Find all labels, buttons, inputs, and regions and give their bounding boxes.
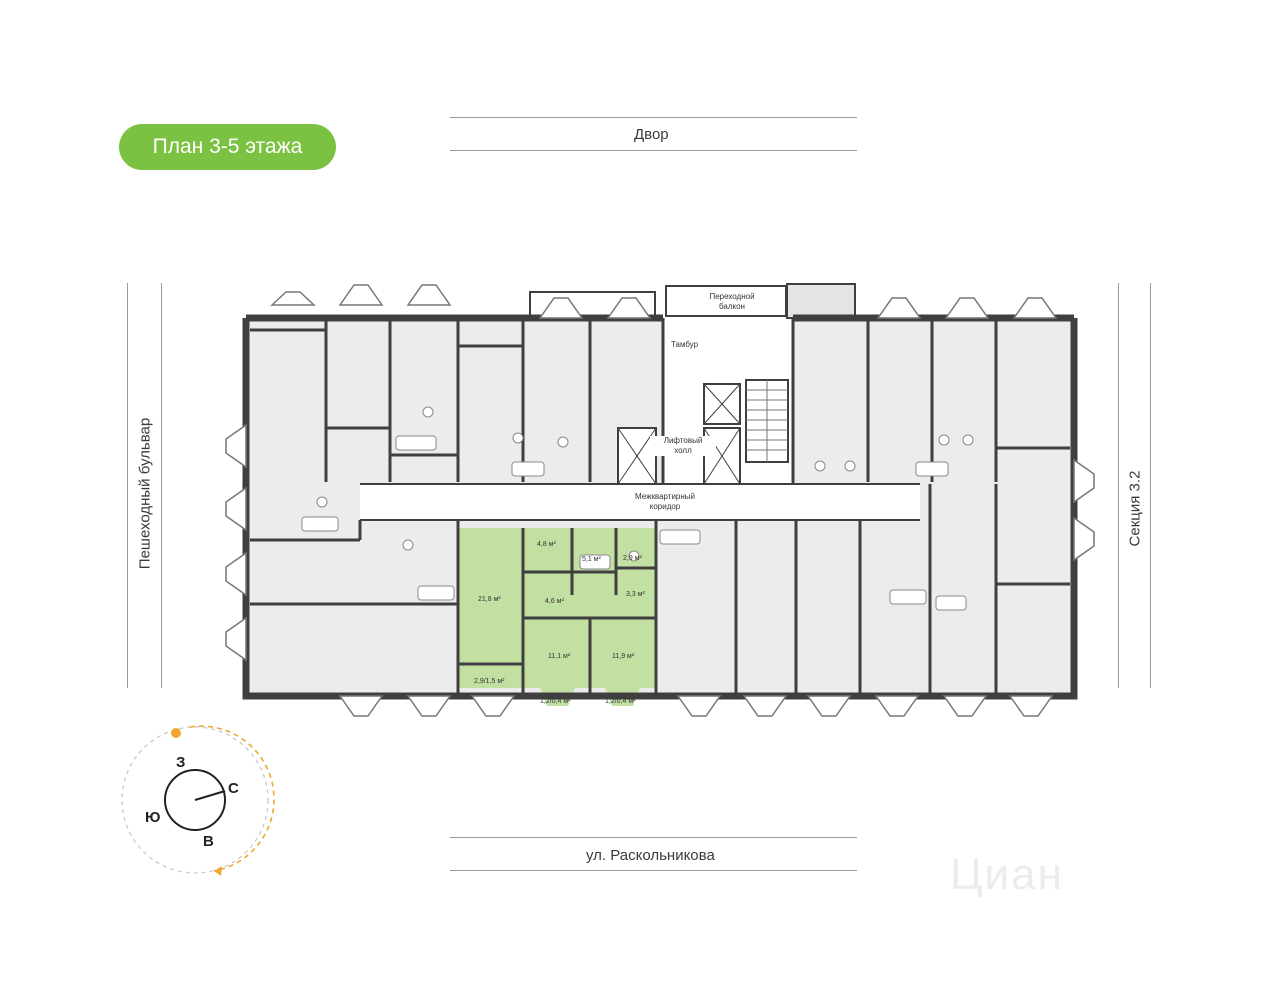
right-street-line-outer xyxy=(1150,283,1151,688)
lift-hall-label-line2: холл xyxy=(674,446,692,455)
room-balcony-1: 1,2/0,4 м² xyxy=(540,698,571,705)
compass-south-label: Ю xyxy=(145,809,161,826)
corridor xyxy=(360,484,920,520)
room-storage: 3,3 м² xyxy=(626,591,645,598)
bottom-street-label: ул. Раскольникова xyxy=(586,847,715,864)
room-balcony-2: 1,2/0,4 м² xyxy=(605,698,636,705)
corridor-label-line1: Межквартирный xyxy=(634,492,696,501)
room-bedroom-2: 11,9 м² xyxy=(612,653,635,660)
bottom-street-line-upper xyxy=(450,837,857,838)
room-living-area: 21,8 м² xyxy=(478,596,501,603)
lift-hall-label-line1: Лифтовый xyxy=(663,436,703,445)
left-street-line-inner xyxy=(161,283,162,688)
bathroom-fixtures xyxy=(301,406,974,611)
room-corridor: 4,6 м² xyxy=(545,598,564,605)
lift-hall-label: Лифтовый холл xyxy=(650,436,716,456)
room-hall: 4,8 м² xyxy=(537,541,556,548)
stairs xyxy=(745,379,789,463)
top-balcony-right xyxy=(786,283,856,319)
vestibule-label: Тамбур xyxy=(671,340,699,349)
room-bedroom-1: 11,1 м² xyxy=(548,653,571,660)
room-wc: 2,9 м² xyxy=(623,555,642,562)
window-bays xyxy=(225,284,1095,717)
bridge-balcony-label: Переходной балкон xyxy=(694,292,770,312)
corridor-label-line2: коридор xyxy=(649,502,681,511)
interior-walls xyxy=(250,318,1070,696)
bottom-street-line-lower xyxy=(450,870,857,871)
bridge-balcony-label-line2: балкон xyxy=(719,302,745,311)
compass xyxy=(121,725,275,876)
compass-north-label: С xyxy=(228,780,239,797)
left-street-line-outer xyxy=(127,283,128,688)
room-bathroom: 5,1 м² xyxy=(582,556,601,563)
top-street-line-upper xyxy=(450,117,857,118)
bridge-balcony-label-line1: Переходной xyxy=(709,292,755,301)
top-street-line-lower xyxy=(450,150,857,151)
floor-plan-title: План 3-5 этажа xyxy=(119,124,336,170)
right-street-line-inner xyxy=(1118,283,1119,688)
watermark: Циан xyxy=(950,850,1064,899)
top-street-label: Двор xyxy=(634,126,669,143)
corridor-label: Межквартирный коридор xyxy=(625,492,705,512)
compass-west-label: З xyxy=(176,754,186,771)
compass-east-label: В xyxy=(203,833,214,850)
bridge-balcony xyxy=(665,285,787,317)
room-loggia: 2,9/1,5 м² xyxy=(474,678,505,685)
